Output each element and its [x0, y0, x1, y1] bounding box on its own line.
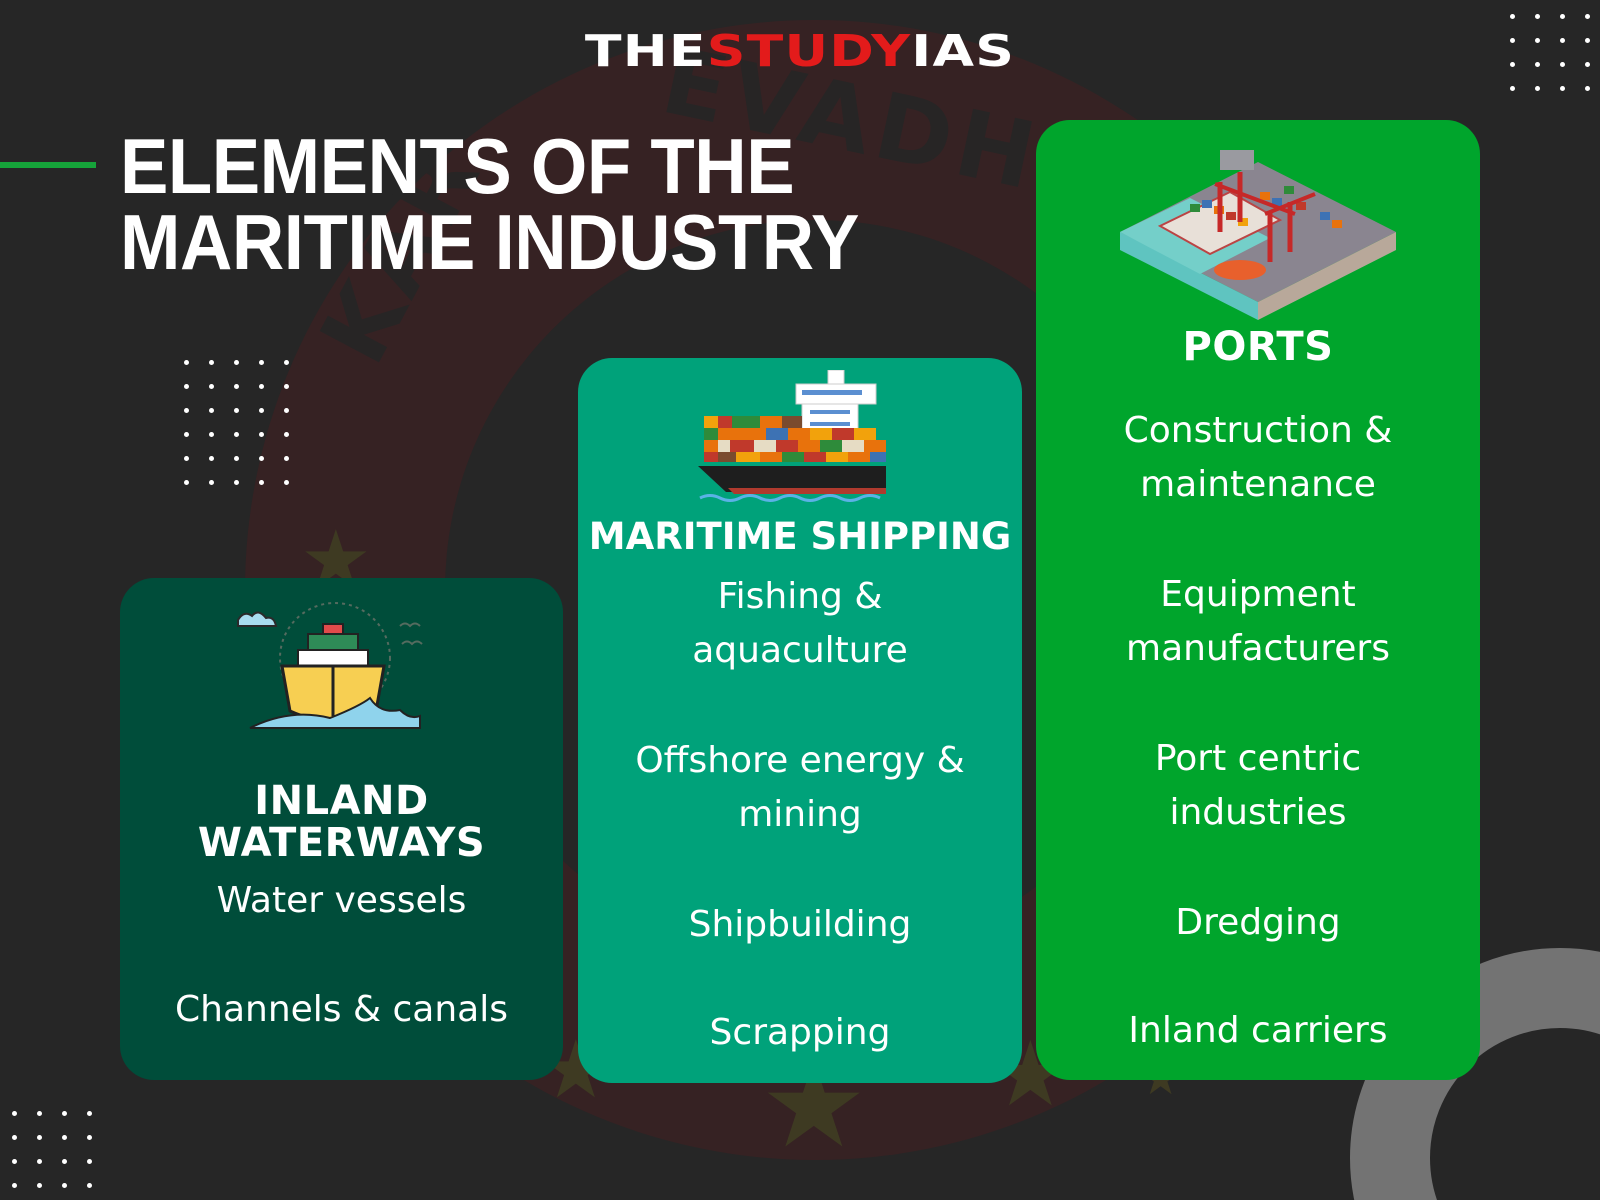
list-item: Equipment manufacturers	[1036, 568, 1480, 676]
list-item-line: Offshore energy &	[635, 740, 965, 781]
list-item-line: industries	[1169, 792, 1347, 833]
list-item-line: mining	[738, 794, 862, 835]
card-heading-line2: WATERWAYS	[197, 820, 486, 866]
list-item: Channels & canals	[175, 989, 508, 1030]
list-item-line: manufacturers	[1126, 628, 1390, 669]
brand-logo: THESTUDYIAS	[0, 26, 1600, 77]
list-item-line: maintenance	[1140, 464, 1376, 505]
list-item-line: Fishing &	[717, 576, 883, 617]
list-item: Inland carriers	[1128, 1010, 1388, 1051]
card-heading: INLAND WATERWAYS	[120, 780, 563, 864]
list-item: Water vessels	[216, 880, 467, 921]
page-title-line1: ELEMENTS OF THE	[120, 122, 795, 210]
page-title: ELEMENTS OF THE MARITIME INDUSTRY	[120, 122, 859, 286]
list-item: Offshore energy & mining	[578, 734, 1022, 842]
card-heading: PORTS	[1182, 324, 1334, 370]
page-title-line2: MARITIME INDUSTRY	[120, 198, 859, 286]
list-item: Dredging	[1175, 902, 1341, 943]
port-terminal-icon	[1120, 142, 1396, 322]
list-item-line: aquaculture	[692, 630, 908, 671]
brand-prefix: THE	[584, 26, 707, 77]
container-ship-icon	[698, 369, 908, 505]
list-item-line: Port centric	[1154, 738, 1362, 779]
card-ports: PORTS Construction & maintenance Equipme…	[1036, 120, 1480, 1080]
brand-highlight: STUDY	[706, 26, 912, 77]
list-item-line: Construction &	[1123, 410, 1393, 451]
list-item: Shipbuilding	[688, 904, 912, 945]
ship-front-icon	[230, 588, 440, 738]
decorative-dot-grid	[184, 360, 289, 485]
list-item: Construction & maintenance	[1036, 404, 1480, 512]
card-maritime-shipping: MARITIME SHIPPING Fishing & aquaculture …	[578, 358, 1022, 1083]
brand-suffix: IAS	[911, 26, 1016, 77]
list-item: Port centric industries	[1036, 732, 1480, 840]
list-item: Scrapping	[709, 1012, 891, 1053]
card-inland-waterways: INLAND WATERWAYS Water vessels Channels …	[120, 578, 563, 1080]
decorative-dot-grid	[12, 1111, 92, 1188]
decorative-dot-grid	[1510, 14, 1590, 91]
list-item: Fishing & aquaculture	[578, 570, 1022, 678]
card-heading: MARITIME SHIPPING	[588, 515, 1012, 558]
title-accent-line	[0, 162, 96, 168]
card-heading-line1: INLAND	[254, 778, 429, 824]
list-item-line: Equipment	[1160, 574, 1356, 615]
